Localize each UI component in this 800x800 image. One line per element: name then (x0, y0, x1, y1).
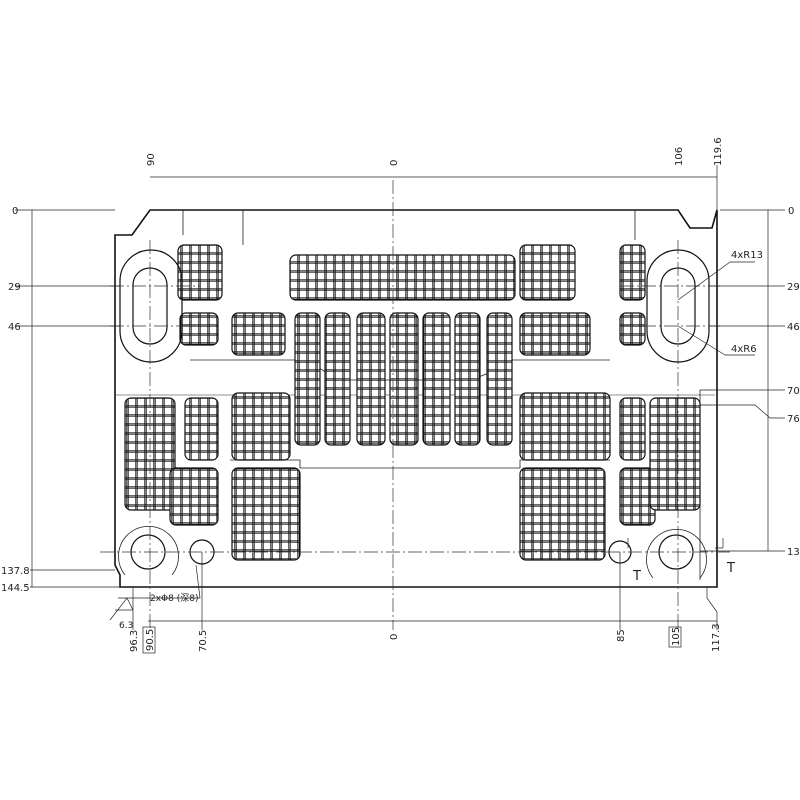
grid-pocket (356, 312, 386, 446)
right-dim-46: 46 (787, 322, 800, 333)
grid-pocket (294, 312, 321, 446)
right-dim-76: 76 (787, 414, 800, 425)
left-dim-144-5: 144.5 (1, 583, 30, 594)
grid-pocket (619, 397, 646, 461)
boss-left (118, 525, 179, 576)
grid-pocket (649, 397, 701, 511)
bottom-dim-96-3: 96.3 (129, 630, 140, 652)
grid-pocket (231, 392, 291, 461)
grid-pocket (454, 312, 481, 446)
bottom-dim-85: 85 (616, 629, 627, 642)
left-dim-29: 29 (8, 282, 21, 293)
roughness-symbol-icon (109, 597, 134, 621)
bottom-dim-105: 105 (671, 627, 682, 646)
bottom-dim-117-3: 117.3 (711, 623, 722, 652)
top-dim-119-6: 119.6 (713, 137, 724, 166)
basic-dim-box (668, 626, 682, 648)
grid-pocket (486, 312, 513, 446)
grid-pocket (519, 244, 576, 301)
right-dim-132: 132 (787, 547, 800, 558)
basic-dim-box (142, 626, 156, 654)
grid-pocket (389, 312, 419, 446)
grid-pocket (422, 312, 451, 446)
grid-pocket (324, 312, 351, 446)
left-dim-0: 0 (12, 206, 18, 217)
grid-pocket (619, 312, 646, 346)
grid-pocket (231, 312, 286, 356)
grid-pocket (184, 397, 219, 461)
detail-line (230, 459, 610, 469)
bottom-dim-70-5: 70.5 (198, 630, 209, 652)
boss-right (646, 528, 707, 579)
grid-pocket (231, 467, 301, 561)
grid-pockets (124, 244, 701, 561)
right-dim-0: 0 (788, 206, 794, 217)
radius-r6-note: 4xR6 (731, 344, 757, 355)
right-dim-29: 29 (787, 282, 800, 293)
dimension-lines (15, 165, 785, 630)
grid-pocket (519, 467, 606, 561)
left-dim-137-8: 137.8 (1, 566, 30, 577)
grid-pocket (619, 244, 646, 301)
section-mark-left: T (632, 569, 641, 584)
top-dim-0: 0 (389, 160, 400, 166)
bottom-dim-0: 0 (389, 634, 400, 640)
grid-pocket (177, 244, 223, 301)
top-dim-106: 106 (674, 147, 685, 166)
part-outline (114, 209, 718, 588)
top-dim-90: 90 (146, 153, 157, 166)
grid-pocket (169, 467, 219, 526)
bottom-dim-90-5: 90.5 (145, 629, 156, 651)
roughness-value: 6.3 (119, 621, 133, 631)
holes-note: 2xΦ8 (深8) (150, 593, 198, 604)
right-dim-70: 70 (787, 386, 800, 397)
section-mark-right: T (726, 561, 735, 576)
radius-r13-note: 4xR13 (731, 250, 763, 261)
center-lines (100, 180, 730, 630)
grid-pocket (179, 312, 219, 346)
slot-outer-left (119, 249, 183, 363)
grid-pocket (289, 254, 516, 301)
left-dim-46: 46 (8, 322, 21, 333)
grid-pocket (519, 312, 591, 356)
grid-pocket (519, 392, 611, 461)
